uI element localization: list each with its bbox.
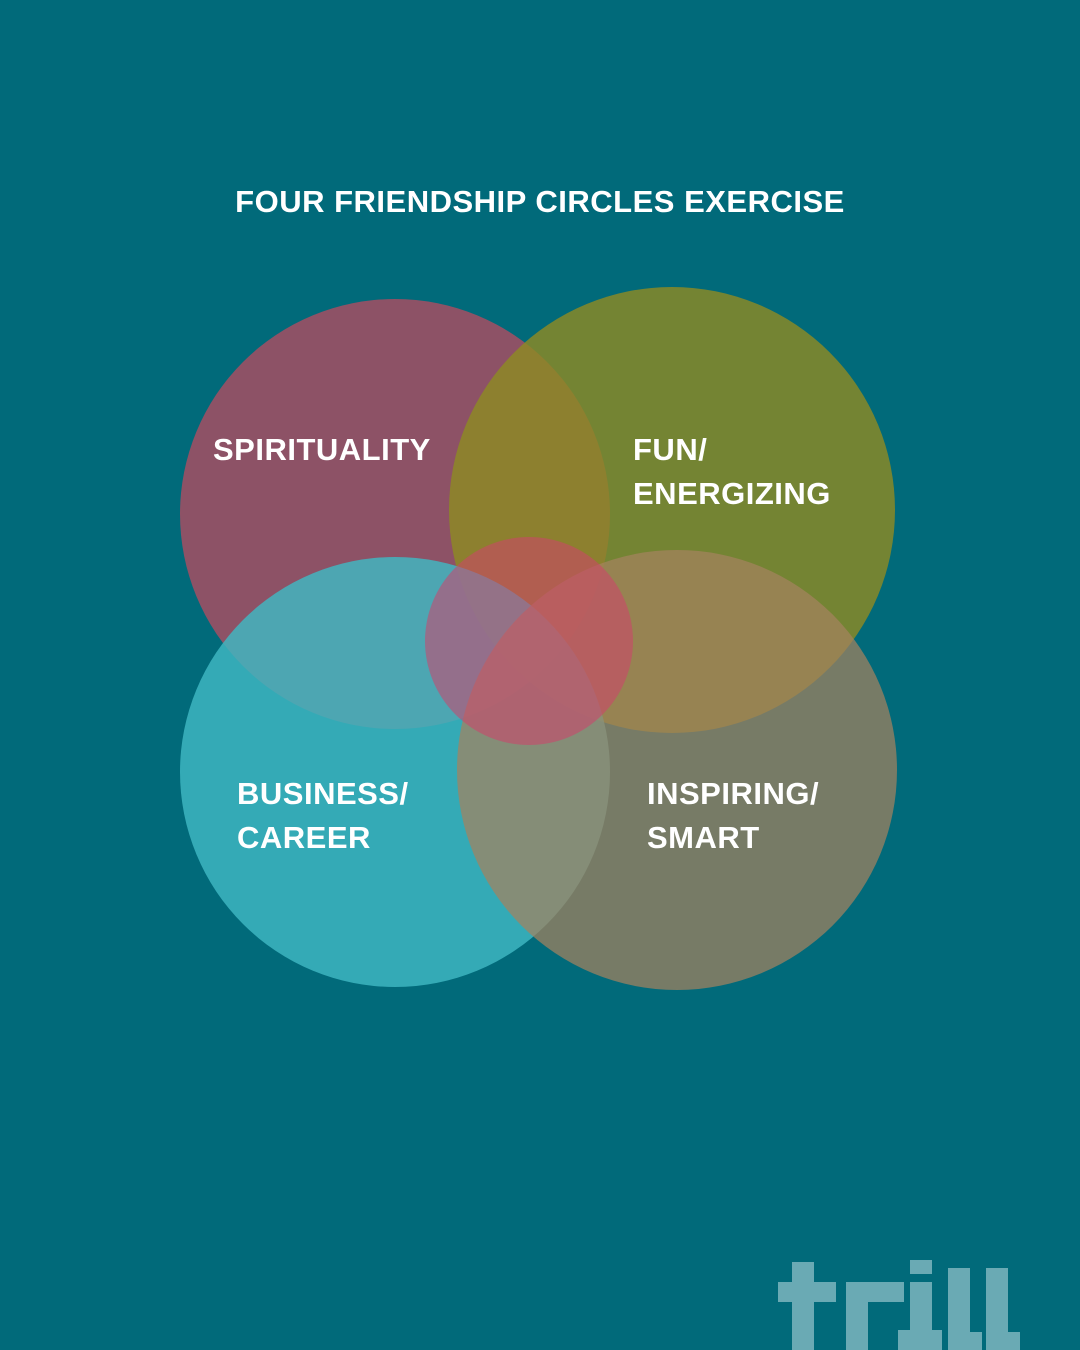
page-title: FOUR FRIENDSHIP CIRCLES EXERCISE	[235, 184, 845, 219]
center-circle	[425, 537, 633, 745]
label-inspiring-smart: INSPIRING/ SMART	[647, 776, 828, 855]
trill-logo	[778, 1260, 1020, 1350]
label-business-career: BUSINESS/ CAREER	[237, 776, 418, 855]
label-fun-energizing: FUN/ ENERGIZING	[633, 432, 831, 511]
logo-letters	[778, 1260, 1020, 1350]
label-spirituality: SPIRITUALITY	[213, 432, 431, 467]
